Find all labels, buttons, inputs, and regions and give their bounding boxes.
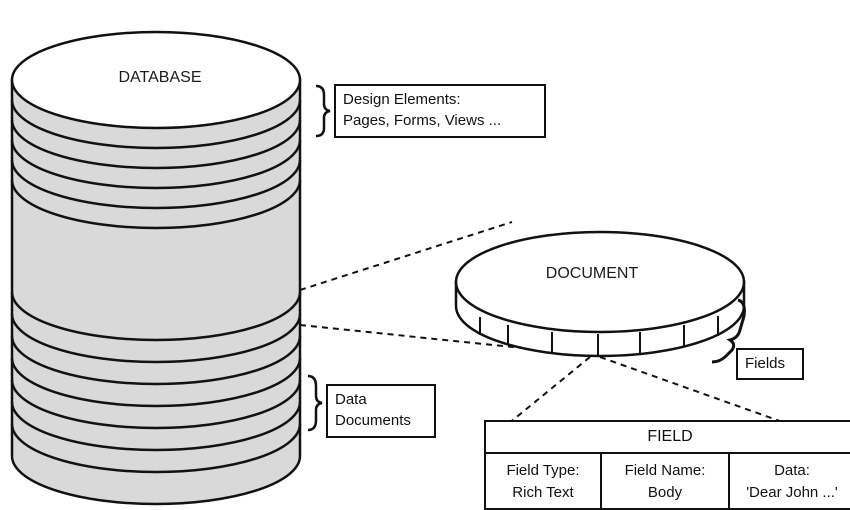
- field-data-column: Data: 'Dear John ...': [728, 454, 850, 510]
- data-documents-brace: [307, 374, 323, 432]
- fields-label: Fields: [745, 355, 786, 372]
- design-elements-line1: Design Elements:: [343, 91, 461, 108]
- fields-callout: Fields: [736, 348, 804, 380]
- projection-line-upper: [299, 221, 513, 291]
- database-slice-edge: [10, 291, 302, 342]
- field-name-value: Body: [647, 484, 683, 501]
- field-table-columns: Field Type: Rich Text Field Name: Body D…: [486, 452, 850, 510]
- field-type-label: Field Type:: [506, 462, 580, 479]
- database-cylinder-body: [10, 78, 302, 506]
- field-table-title: FIELD: [647, 428, 693, 445]
- database-slice-edge: [10, 313, 302, 364]
- field-name-label: Field Name:: [624, 462, 706, 479]
- field-type-column: Field Type: Rich Text: [486, 454, 600, 510]
- document-label: DOCUMENT: [546, 265, 639, 282]
- database-slice-edge: [10, 357, 302, 408]
- database-slice-edge: [10, 401, 302, 452]
- data-documents-line1: Data: [335, 391, 367, 408]
- fields-brace: [711, 298, 746, 364]
- design-elements-callout: Design Elements: Pages, Forms, Views ...: [334, 84, 546, 138]
- database-slice-edge: [10, 139, 302, 190]
- data-documents-callout: Data Documents: [326, 384, 436, 438]
- database-top: [10, 30, 302, 130]
- field-name-column: Field Name: Body: [600, 454, 728, 510]
- field-type-value: Rich Text: [512, 484, 574, 501]
- design-elements-brace: [315, 84, 331, 138]
- document-disk: [454, 230, 746, 358]
- field-data-value: 'Dear John ...': [746, 484, 838, 501]
- field-data-label: Data:: [774, 462, 810, 479]
- database-label: DATABASE: [119, 69, 202, 86]
- database-slice-edge: [10, 159, 302, 210]
- data-documents-line2: Documents: [335, 412, 411, 429]
- database-slice-edge: [10, 423, 302, 474]
- database-slice-edge: [10, 179, 302, 230]
- database-slice-edge: [10, 335, 302, 386]
- document-disk-top: [454, 230, 746, 334]
- database-cylinder: [10, 30, 302, 506]
- field-table: FIELD Field Type: Rich Text Field Name: …: [484, 420, 850, 510]
- design-elements-line2: Pages, Forms, Views ...: [343, 112, 502, 129]
- database-slice-edge: [10, 99, 302, 150]
- database-slice-edge: [10, 379, 302, 430]
- database-slice-edge: [10, 119, 302, 170]
